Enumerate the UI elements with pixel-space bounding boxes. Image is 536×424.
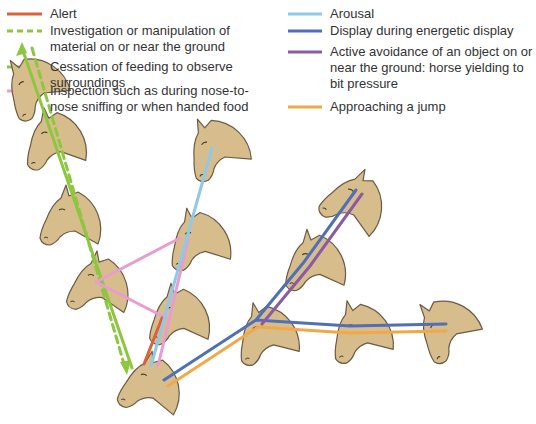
inspection-line (96, 238, 180, 282)
arrow-head (16, 42, 27, 56)
avoidance-line (262, 194, 362, 324)
horse-head (40, 185, 101, 245)
horse-head (161, 201, 233, 272)
jump-line (168, 327, 446, 386)
horse-heads (0, 41, 485, 417)
legend-text: Active avoidance of an object on or near… (330, 44, 535, 92)
legend-text: Alert (50, 6, 275, 22)
arousal-line (151, 148, 212, 366)
arrow-head (120, 360, 131, 375)
legend-sample (288, 51, 322, 54)
horse-head (322, 292, 396, 366)
legend-sample (7, 13, 42, 16)
legend-text: Inspection such as during nose-to-nose s… (50, 83, 275, 115)
horse-head (174, 104, 254, 184)
legend-sample (288, 30, 322, 33)
legend-text: Investigation or manipulation of materia… (50, 23, 275, 55)
behaviour-lines (16, 42, 446, 386)
display-line (256, 190, 356, 320)
legend-text: Approaching a jump (330, 99, 535, 115)
legend-sample (288, 106, 322, 109)
legend-text: Arousal (330, 6, 535, 22)
inspection-line (158, 240, 188, 366)
inspection-line (96, 282, 166, 318)
legend-text: Display during energetic display (330, 23, 535, 39)
legend-sample (288, 13, 322, 16)
legend-sample (7, 30, 42, 33)
